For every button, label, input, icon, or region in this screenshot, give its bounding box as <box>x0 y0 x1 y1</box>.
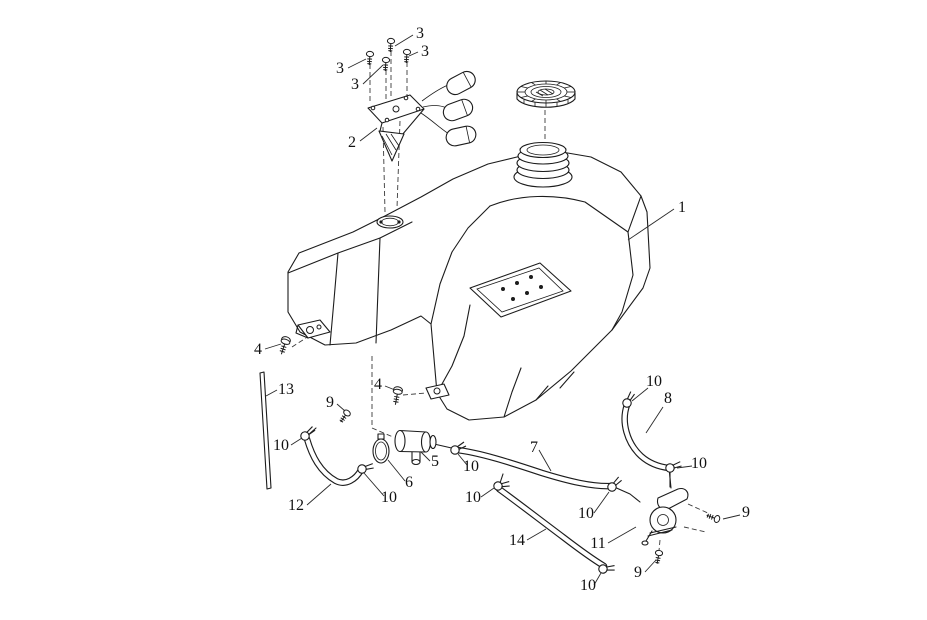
callout: 10 <box>676 455 707 472</box>
callout: 10 <box>457 453 479 475</box>
callout: 9 <box>634 559 657 581</box>
fuel-valve <box>394 429 437 466</box>
callout-label: 10 <box>646 373 662 390</box>
callout: 3 <box>408 43 429 60</box>
sender-connector <box>442 98 474 122</box>
sender-screws <box>365 37 412 72</box>
clamp-icon <box>664 458 683 475</box>
hoses <box>303 401 673 570</box>
bolt-icon <box>276 335 292 357</box>
callout: 11 <box>590 526 637 552</box>
callout: 10 <box>580 572 602 594</box>
callout-label: 12 <box>288 497 304 514</box>
callout-label: 11 <box>590 535 605 552</box>
callout: 8 <box>645 390 672 434</box>
screw-icon <box>386 37 396 53</box>
callout-label: 8 <box>664 390 672 407</box>
fuel-tank <box>287 150 651 421</box>
screw-icon <box>381 56 391 72</box>
callout-label: 10 <box>580 577 596 594</box>
sender-mount-ring <box>376 215 404 229</box>
callout: 9 <box>722 504 750 521</box>
callout-label: 1 <box>678 199 686 216</box>
clamp-icon <box>618 390 640 410</box>
callout: 12 <box>288 483 332 514</box>
callout: 10 <box>363 472 397 506</box>
fuel-rod <box>259 371 272 490</box>
callout: 13 <box>265 381 294 398</box>
callout-label: 7 <box>530 439 538 456</box>
callout: 1 <box>627 199 686 241</box>
callout: 6 <box>387 459 413 491</box>
callout: 4 <box>374 376 396 393</box>
callout-label: 10 <box>691 455 707 472</box>
callout-label: 4 <box>254 341 262 358</box>
callout: 4 <box>254 341 282 358</box>
callout-label: 2 <box>348 134 356 151</box>
callout: 14 <box>509 528 547 549</box>
callouts: 3 3 3 3 2 1 4 13 <box>254 25 750 594</box>
screw-icon <box>365 50 375 66</box>
fuel-sender-assembly <box>367 70 477 162</box>
fuel-cap <box>516 80 576 108</box>
hose-8 <box>621 401 673 472</box>
clamp-icon <box>298 425 318 442</box>
callout-label: 9 <box>326 394 334 411</box>
callout: 10 <box>273 437 303 454</box>
callout: 7 <box>530 439 552 472</box>
callout: 2 <box>348 127 378 151</box>
callout-label: 10 <box>463 458 479 475</box>
screw-icon <box>704 511 722 524</box>
callout: 3 <box>394 25 424 47</box>
callout-label: 3 <box>421 43 429 60</box>
callout-label: 5 <box>431 453 439 470</box>
construction-lines <box>291 51 711 552</box>
sender-connector <box>446 70 476 96</box>
callout: 10 <box>631 373 662 402</box>
sender-float-arm <box>378 130 405 162</box>
callout: 3 <box>351 64 384 93</box>
tank-mount-tab-right <box>425 383 450 400</box>
callout-label: 10 <box>273 437 289 454</box>
callout-label: 10 <box>578 505 594 522</box>
mounting-bolts <box>276 335 404 407</box>
sender-wire <box>421 84 449 102</box>
callout-label: 10 <box>381 489 397 506</box>
hose-14 <box>495 485 608 570</box>
filler-neck <box>513 141 573 188</box>
screw-icon <box>653 549 664 565</box>
tank-mount-tab-left <box>295 319 331 339</box>
callout-label: 3 <box>416 25 424 42</box>
fuel-pump <box>641 469 689 546</box>
hose-7 <box>452 446 616 490</box>
callout-label: 3 <box>351 76 359 93</box>
callout-label: 14 <box>509 532 525 549</box>
callout-label: 13 <box>278 381 294 398</box>
callout: 9 <box>326 394 346 412</box>
callout-label: 3 <box>336 60 344 77</box>
callout: 5 <box>420 451 439 470</box>
valve-clamp <box>372 433 390 464</box>
callout-label: 6 <box>405 474 413 491</box>
hose-12 <box>303 435 365 486</box>
callout: 10 <box>578 491 610 522</box>
tank-recessed-panel <box>469 262 572 318</box>
callout-label: 10 <box>465 489 481 506</box>
callout: 3 <box>336 58 367 77</box>
callout: 10 <box>465 487 495 506</box>
callout-label: 9 <box>634 564 642 581</box>
callout-label: 4 <box>374 376 382 393</box>
sender-connector <box>445 125 477 147</box>
clip-screws <box>337 408 722 565</box>
callout-label: 9 <box>742 504 750 521</box>
